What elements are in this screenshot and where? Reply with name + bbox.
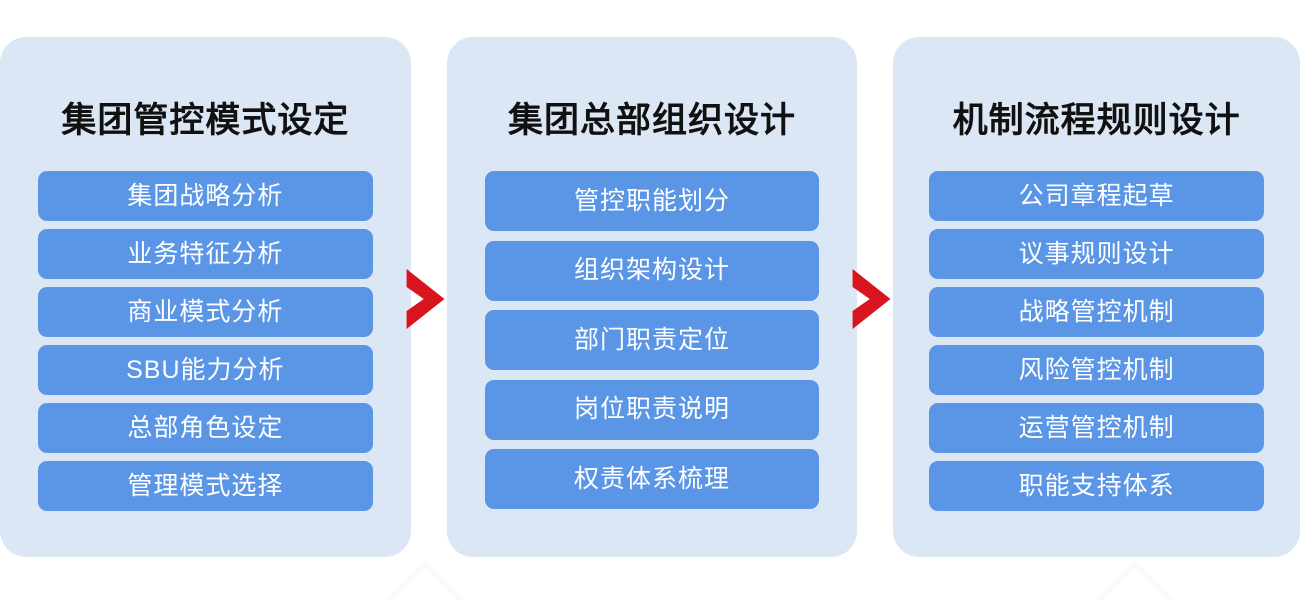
- list-item[interactable]: 风险管控机制: [929, 345, 1264, 395]
- stage-1-title: 集团管控模式设定: [61, 101, 350, 140]
- chevron-right-icon: [850, 268, 893, 330]
- chevron-right-icon: [404, 268, 447, 330]
- list-item[interactable]: 权责体系梳理: [484, 449, 820, 509]
- stage-panel-3: 机制流程规则设计 公司章程起草 议事规则设计 战略管控机制 风险管控机制 运营管…: [893, 37, 1300, 557]
- list-item[interactable]: 战略管控机制: [929, 287, 1264, 337]
- connector-2-to-3: [852, 37, 893, 557]
- watermark-mark: [1080, 555, 1190, 600]
- list-item[interactable]: 集团战略分析: [38, 171, 373, 221]
- list-item[interactable]: 管理模式选择: [38, 461, 373, 511]
- list-item[interactable]: 商业模式分析: [38, 287, 373, 337]
- list-item[interactable]: 部门职责定位: [484, 310, 820, 370]
- watermark-mark: [370, 555, 480, 600]
- list-item[interactable]: 业务特征分析: [38, 229, 373, 279]
- list-item[interactable]: 管控职能划分: [484, 171, 820, 231]
- list-item[interactable]: 组织架构设计: [484, 240, 820, 301]
- stage-panel-1: 集团管控模式设定 集团战略分析 业务特征分析 商业模式分析 SBU能力分析 总部…: [0, 37, 411, 557]
- list-item[interactable]: 议事规则设计: [929, 229, 1264, 279]
- list-item[interactable]: 公司章程起草: [929, 171, 1264, 221]
- list-item[interactable]: 岗位职责说明: [484, 379, 820, 440]
- connector-1-to-2: [406, 37, 447, 557]
- stage-3-title: 机制流程规则设计: [952, 101, 1241, 140]
- list-item[interactable]: 职能支持体系: [929, 461, 1264, 511]
- stage-flow: 集团管控模式设定 集团战略分析 业务特征分析 商业模式分析 SBU能力分析 总部…: [0, 37, 1300, 557]
- stage-3-item-list: 公司章程起草 议事规则设计 战略管控机制 风险管控机制 运营管控机制 职能支持体…: [893, 171, 1300, 557]
- stage-panel-2: 集团总部组织设计 管控职能划分 组织架构设计 部门职责定位 岗位职责说明 权责体…: [446, 37, 858, 557]
- stage-1-item-list: 集团战略分析 业务特征分析 商业模式分析 SBU能力分析 总部角色设定 管理模式…: [0, 171, 411, 557]
- stage-2-title: 集团总部组织设计: [507, 101, 796, 140]
- list-item[interactable]: SBU能力分析: [38, 345, 373, 395]
- stage-2-item-list: 管控职能划分 组织架构设计 部门职责定位 岗位职责说明 权责体系梳理: [447, 171, 858, 557]
- list-item[interactable]: 总部角色设定: [38, 403, 373, 453]
- list-item[interactable]: 运营管控机制: [929, 403, 1264, 453]
